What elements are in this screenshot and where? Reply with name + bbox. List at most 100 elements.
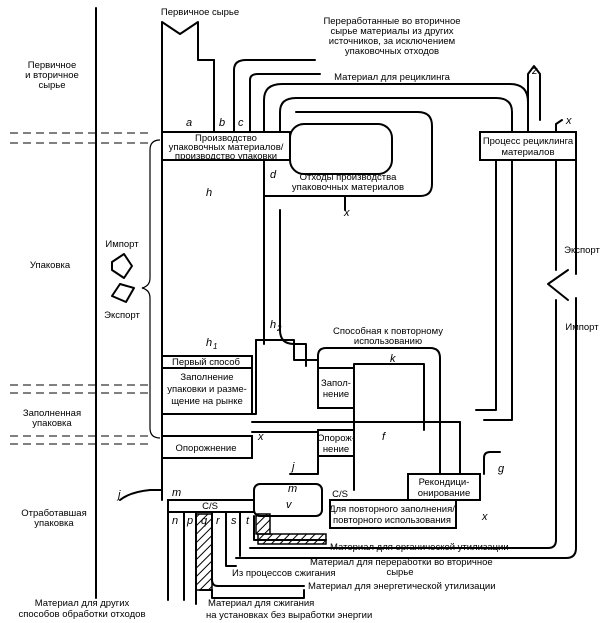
reusable-label-2: использованию — [354, 336, 422, 347]
letter-x1: x — [343, 207, 350, 219]
letter-x2: x — [257, 431, 264, 443]
export-arrow — [111, 283, 135, 303]
letter-r: r — [216, 515, 221, 527]
emptying-label: Опорожнение — [176, 443, 237, 454]
letter-a: a — [186, 117, 192, 129]
stage-primary-1: Первичное — [28, 60, 77, 71]
recycled-label-1: Переработанные во вторичное — [323, 16, 460, 27]
recycled-label-2: сырье материалы из других — [330, 26, 453, 37]
letter-b: b — [219, 117, 225, 129]
output-organic: Материал для органической утилизации — [330, 542, 509, 553]
recond-label-1: Рекондици- — [419, 477, 470, 488]
waste-label-2: упаковочных материалов — [292, 182, 404, 193]
stage-other-1: Материал для других — [35, 598, 130, 609]
stage-primary-2: и вторичное — [25, 70, 79, 81]
filling-market-label-1: Заполнение — [180, 372, 233, 383]
letter-v: v — [286, 499, 293, 511]
box-labels: Производство упаковочных материалов/ про… — [167, 133, 574, 526]
output-energy: Материал для энергетической утилизации — [308, 581, 496, 592]
letter-x3: x — [481, 511, 488, 523]
stage-filled-2: упаковка — [32, 418, 72, 429]
letter-s: s — [231, 515, 237, 527]
recond-box — [407, 473, 481, 501]
import-arrow — [111, 253, 133, 279]
output-no-energy: на установках без выработки энергии — [206, 610, 372, 621]
letter-j2: j — [290, 461, 295, 473]
production-box — [161, 131, 291, 161]
output-incineration: Из процессов сжигания — [232, 568, 335, 579]
import-right-label: Импорт — [565, 322, 599, 333]
letter-d: d — [270, 169, 277, 181]
letter-f: f — [382, 431, 386, 443]
emptying2-label-1: Опорож- — [317, 433, 355, 444]
recycling-process-label-2: материалов — [502, 147, 555, 158]
stage-primary-3: сырье — [38, 80, 65, 91]
refill-box — [329, 499, 457, 529]
waste-label-1: Отходы производства — [300, 172, 397, 183]
production-label-3: производство упаковки — [175, 151, 277, 162]
letter-h: h — [206, 187, 212, 199]
recycling-material-label: Материал для рециклинга — [334, 72, 450, 83]
letter-h2-sub: 2 — [276, 324, 282, 333]
recycled-inlet — [233, 59, 316, 133]
recycled-label-3: источников, за исключением — [329, 36, 455, 47]
letter-n: n — [172, 515, 178, 527]
output-burn: Материал для сжигания — [208, 598, 314, 609]
flow-letters: a b c d h h 1 h 2 k f g j j m m n p q r … — [116, 65, 572, 527]
recond-label-2: онирование — [418, 488, 470, 499]
cs-label-1: C/S — [202, 501, 218, 512]
raw-inlet — [161, 21, 215, 133]
filling-label-1: Запол- — [321, 378, 351, 389]
stage-labels: Первичное и вторичное сырье Упаковка Зап… — [18, 60, 145, 620]
stage-separators — [10, 132, 150, 445]
hatch-t — [255, 513, 271, 535]
filling-label-2: нение — [323, 389, 349, 400]
recycling-process-label-1: Процесс рециклинга — [483, 136, 574, 147]
letter-h1: h — [206, 337, 212, 349]
right-export-import — [547, 269, 569, 301]
letter-g: g — [498, 463, 505, 475]
emptying2-label-2: нение — [323, 444, 349, 455]
recycled-label-4: упаковочных отходов — [345, 46, 439, 57]
j-inlet — [119, 489, 163, 501]
stage-filled-1: Заполненная — [23, 408, 81, 419]
emptying-box — [161, 435, 253, 459]
stage-used-2: упаковка — [34, 518, 74, 529]
first-way-label: Первый способ — [172, 357, 241, 368]
reusable-label-1: Способная к повторному — [333, 326, 443, 337]
export-right-label: Экспорт — [564, 245, 600, 256]
letter-x4: x — [565, 115, 572, 127]
output-labels: Материал для органической утилизации Мат… — [206, 542, 509, 621]
output-secondary-1: Материал для переработки во вторичное — [310, 557, 493, 568]
letter-k: k — [390, 353, 396, 365]
v-box — [253, 483, 323, 517]
refill-label-2: повторного использования — [333, 515, 451, 526]
top-labels: Первичное сырье Переработанные во вторич… — [161, 7, 461, 83]
letter-p: p — [186, 515, 193, 527]
filling-box — [317, 367, 355, 409]
production-label-2: упаковочных материалов/ — [169, 142, 284, 153]
letter-m2: m — [288, 483, 297, 495]
letter-j1: j — [116, 489, 121, 501]
letter-h1-sub: 1 — [213, 342, 217, 351]
letter-c: c — [238, 117, 244, 129]
z-outlet — [527, 65, 541, 121]
filling-market-label-3: щение на рынке — [171, 396, 243, 407]
stage-used-1: Отработавшая — [21, 508, 86, 519]
recycling-process-box — [479, 131, 577, 161]
stage-packaging: Упаковка — [30, 260, 71, 271]
production-label-1: Производство — [195, 133, 257, 144]
import-left-label: Импорт — [105, 239, 139, 250]
export-left-label: Экспорт — [104, 310, 140, 321]
letter-h2: h — [270, 319, 276, 331]
output-secondary-2: сырье — [386, 567, 413, 578]
letter-z: z — [531, 65, 538, 77]
waste-loop — [289, 123, 393, 175]
filling-market-label-2: упаковки и разме- — [167, 384, 247, 395]
letter-t: t — [246, 515, 250, 527]
packaging-brace — [141, 139, 161, 439]
raw-label: Первичное сырье — [161, 7, 239, 18]
cs-label-2: C/S — [332, 489, 348, 500]
